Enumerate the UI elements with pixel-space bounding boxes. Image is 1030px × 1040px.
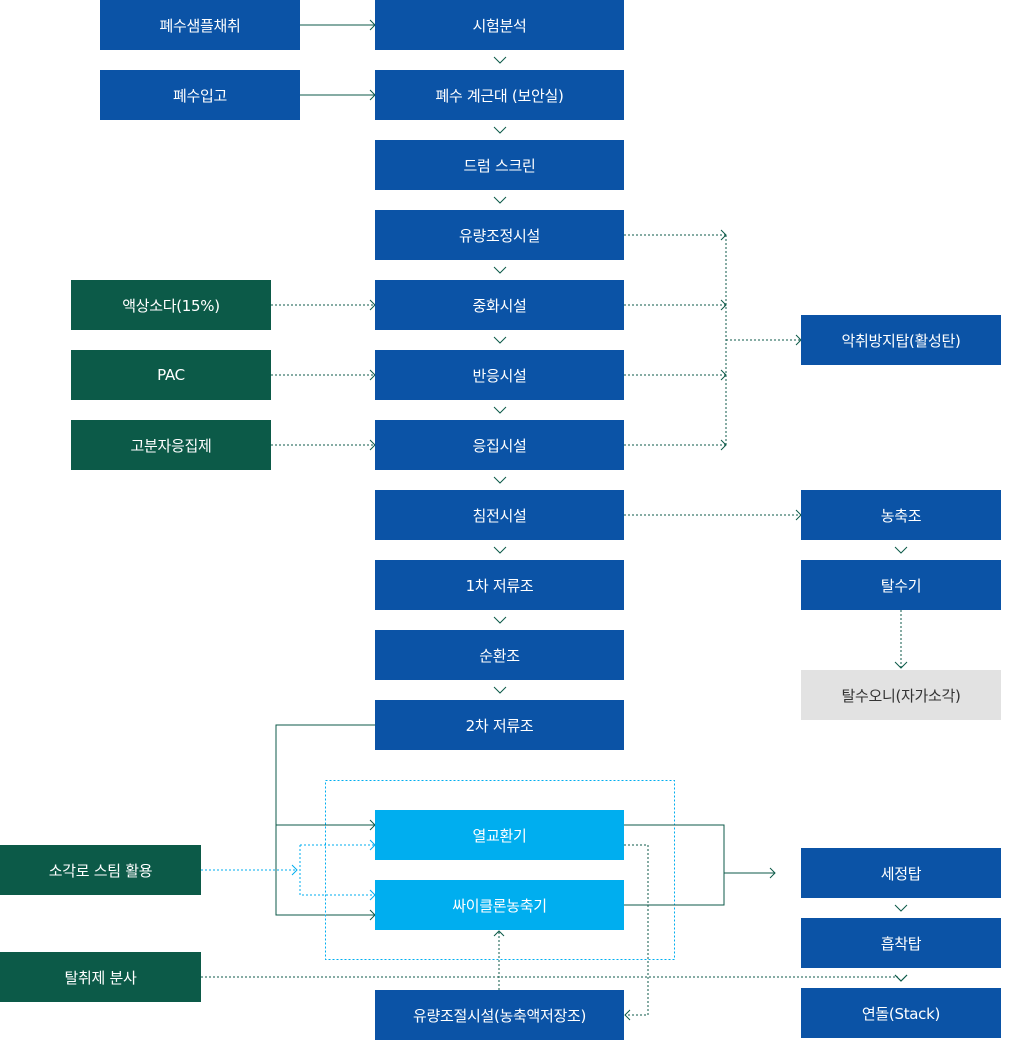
chevron-down-icon [493, 196, 507, 204]
node-steam: 소각로 스팀 활용 [0, 845, 201, 895]
node-label: 세정탑 [880, 864, 922, 883]
chevron-down-icon [894, 974, 908, 982]
node-label: 유량조절시설(농축액저장조) [412, 1006, 587, 1025]
node-label: 악취방지탑(활성탄) [841, 331, 961, 350]
chevron-down-icon [894, 904, 908, 912]
node-label: 1차 저류조 [465, 576, 534, 595]
chevron-down-icon [493, 686, 507, 694]
node-label: PAC [157, 366, 185, 384]
node-sampling: 폐수샘플채취 [100, 0, 300, 50]
node-neutralization: 중화시설 [375, 280, 624, 330]
node-label: 드럼 스크린 [463, 156, 536, 175]
arrow-head [624, 1009, 631, 1021]
chevron-down-icon [493, 56, 507, 64]
chevron-down-icon [493, 476, 507, 484]
node-stack: 연돌(Stack) [801, 988, 1001, 1038]
node-adsorption: 흡착탑 [801, 918, 1001, 968]
node-label: 순환조 [479, 646, 520, 665]
node-label: 중화시설 [472, 296, 527, 315]
node-label: 유량조정시설 [458, 226, 540, 245]
node-polymer: 고분자응집제 [71, 420, 271, 470]
node-equalization: 유량조정시설 [375, 210, 624, 260]
chevron-down-icon [894, 974, 908, 982]
node-label: 폐수샘플채취 [159, 16, 241, 35]
chevron-down-icon [493, 126, 507, 134]
node-label: 시험분석 [472, 16, 527, 35]
node-dewatering: 탈수기 [801, 560, 1001, 610]
node-label: 반응시설 [472, 366, 527, 385]
chevron-down-icon [493, 546, 507, 554]
node-reaction: 반응시설 [375, 350, 624, 400]
node-label: 침전시설 [472, 506, 527, 525]
node-label: 탈취제 분사 [64, 968, 137, 987]
node-label: 폐수입고 [172, 86, 227, 105]
node-thickener: 농축조 [801, 490, 1001, 540]
node-label: 2차 저류조 [465, 716, 534, 735]
connector-line [624, 844, 649, 1016]
chevron-down-icon [493, 266, 507, 274]
node-label: 액상소다(15%) [122, 296, 220, 315]
node-analysis: 시험분석 [375, 0, 624, 50]
node-cyclone: 싸이클론농축기 [375, 880, 624, 930]
node-label: 흡착탑 [880, 934, 922, 953]
node-sedimentation: 침전시설 [375, 490, 624, 540]
chevron-down-icon [493, 406, 507, 414]
node-denitro: 탈취제 분사 [0, 952, 201, 1002]
node-sludge: 탈수오니(자가소각) [801, 670, 1001, 720]
node-label: 열교환기 [472, 826, 527, 845]
connector-line [299, 845, 375, 896]
node-pac: PAC [71, 350, 271, 400]
node-label: 싸이클론농축기 [452, 896, 547, 915]
node-coagulation: 응집시설 [375, 420, 624, 470]
node-metering: 폐수 계근대 (보안실) [375, 70, 624, 120]
node-label: 응집시설 [472, 436, 527, 455]
node-label: 농축조 [880, 506, 922, 525]
connector-line [624, 824, 725, 906]
arrow-head [291, 864, 298, 876]
node-label: 소각로 스팀 활용 [48, 861, 153, 880]
node-label: 고분자응집제 [130, 436, 212, 455]
node-drum-screen: 드럼 스크린 [375, 140, 624, 190]
chevron-down-icon [894, 661, 908, 669]
arrow-head [493, 930, 505, 937]
node-storage2: 2차 저류조 [375, 700, 624, 750]
node-label: 폐수 계근대 (보안실) [435, 86, 564, 105]
chevron-down-icon [493, 336, 507, 344]
node-storage1: 1차 저류조 [375, 560, 624, 610]
node-scrubber: 세정탑 [801, 848, 1001, 898]
node-concentrate-tank: 유량조절시설(농축액저장조) [375, 990, 624, 1040]
arrow-head [769, 867, 776, 879]
node-caustic: 액상소다(15%) [71, 280, 271, 330]
node-label: 탈수기 [880, 576, 922, 595]
node-heat-exchanger: 열교환기 [375, 810, 624, 860]
node-odor-tower: 악취방지탑(활성탄) [801, 315, 1001, 365]
chevron-down-icon [493, 616, 507, 624]
node-label: 탈수오니(자가소각) [841, 686, 961, 705]
node-circulation: 순환조 [375, 630, 624, 680]
node-intake: 폐수입고 [100, 70, 300, 120]
chevron-down-icon [894, 546, 908, 554]
node-label: 연돌(Stack) [861, 1004, 941, 1023]
